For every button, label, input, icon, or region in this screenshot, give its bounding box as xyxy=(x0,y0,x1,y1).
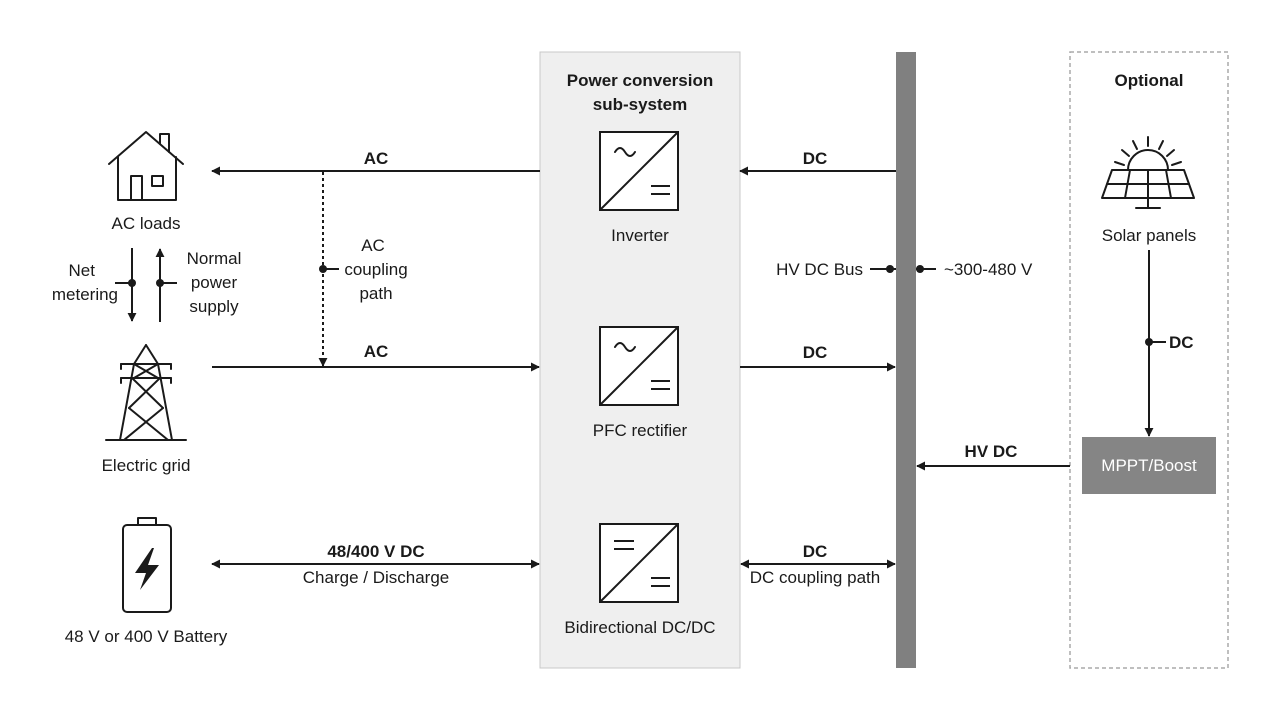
optional-title: Optional xyxy=(1115,71,1184,90)
dc-top-label: DC xyxy=(803,149,828,168)
net-metering-line2: metering xyxy=(52,285,118,304)
rectifier-symbol-icon xyxy=(599,326,679,406)
battery-flow-label: 48/400 V DC xyxy=(327,542,424,561)
ac-coupling-line2: coupling xyxy=(344,260,407,279)
house-icon xyxy=(108,131,184,201)
hv-dc-bus xyxy=(896,52,916,668)
ac-top-label: AC xyxy=(364,149,389,168)
dc-bottom-label: DC xyxy=(803,542,828,561)
battery-flow-sublabel: Charge / Discharge xyxy=(303,568,449,587)
solar-dc-label: DC xyxy=(1169,333,1194,352)
inverter-label: Inverter xyxy=(611,226,669,245)
grid-label: Electric grid xyxy=(102,456,191,475)
solar-label: Solar panels xyxy=(1102,226,1197,245)
optional-region xyxy=(1069,51,1229,669)
dcdc-symbol-icon xyxy=(599,523,679,603)
ac-loads-label: AC loads xyxy=(112,214,181,233)
bus-voltage: ~300-480 V xyxy=(944,260,1033,279)
normal-supply-line2: power xyxy=(191,273,238,292)
transmission-tower-icon xyxy=(105,344,187,441)
ac-coupling-line1: AC xyxy=(361,236,385,255)
inverter-symbol-icon xyxy=(599,131,679,211)
pfc-label: PFC rectifier xyxy=(593,421,688,440)
dc-coupling-label: DC coupling path xyxy=(750,568,880,587)
mppt-box xyxy=(1082,437,1216,494)
mppt-label: MPPT/Boost xyxy=(1101,456,1197,475)
battery-icon xyxy=(122,517,172,613)
dc-mid-label: DC xyxy=(803,343,828,362)
net-metering-line1: Net xyxy=(69,261,96,280)
bus-label: HV DC Bus xyxy=(776,260,863,279)
normal-supply-line1: Normal xyxy=(187,249,242,268)
ac-coupling-line3: path xyxy=(359,284,392,303)
ac-mid-label: AC xyxy=(364,342,389,361)
battery-label: 48 V or 400 V Battery xyxy=(65,627,228,646)
subsystem-title-line2: sub-system xyxy=(593,95,687,114)
normal-supply-line3: supply xyxy=(189,297,239,316)
subsystem-title-line1: Power conversion xyxy=(567,71,713,90)
hv-dc-flow-label: HV DC xyxy=(965,442,1018,461)
dcdc-label: Bidirectional DC/DC xyxy=(564,618,715,637)
solar-panel-icon xyxy=(1101,136,1195,209)
